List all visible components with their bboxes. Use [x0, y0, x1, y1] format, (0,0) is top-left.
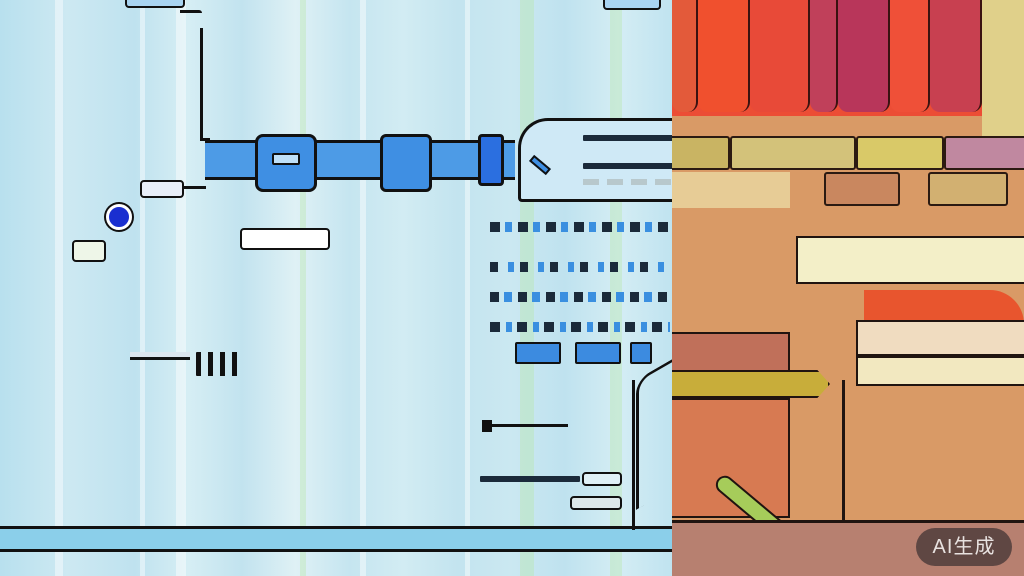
wrench-handle [488, 424, 568, 427]
small-bracket [72, 240, 106, 262]
wire [184, 186, 206, 189]
light-stripe [610, 0, 622, 576]
data-row [490, 322, 670, 332]
connector-top-left [125, 0, 185, 8]
device-dashes [583, 163, 672, 169]
bay-slot [582, 472, 622, 486]
curtain-fold [750, 0, 810, 112]
brick [944, 136, 1024, 170]
curtain-fold [672, 0, 698, 112]
text-line [130, 352, 190, 360]
bay-frame [636, 356, 672, 510]
light-stripe [520, 0, 534, 576]
data-chip [575, 342, 621, 364]
light-stripe [465, 0, 470, 576]
data-row [490, 222, 670, 232]
bay-slot [570, 496, 622, 510]
text-glyphs [196, 352, 244, 376]
pipe-coupler [380, 134, 432, 192]
slot-bracket [240, 228, 330, 250]
book-top [796, 236, 1024, 284]
shelf-post [842, 380, 845, 520]
red-curtain [672, 0, 982, 116]
bay-wall [632, 380, 635, 530]
wrench-end [482, 420, 492, 432]
connector-top-right [603, 0, 661, 10]
pipe-label-slot [272, 153, 300, 165]
small-connector [140, 180, 184, 198]
status-dot [106, 204, 132, 230]
device-latch [529, 154, 551, 176]
device-dashes [583, 135, 672, 141]
light-stripe [140, 0, 145, 576]
curtain-fold [698, 0, 750, 112]
device-indicators [583, 179, 672, 185]
main-pipe [205, 140, 515, 180]
brick [856, 136, 944, 170]
wire [180, 10, 202, 13]
brick [672, 136, 730, 170]
curtain-fold [810, 0, 838, 112]
pipe-end-cap [478, 134, 504, 186]
room-illustration-panel [672, 0, 1024, 576]
bottom-rail [0, 526, 672, 552]
pipe-block [255, 134, 317, 192]
curtain-fold [838, 0, 890, 112]
wire [200, 28, 203, 140]
brick [824, 172, 900, 206]
ai-generated-badge: AI生成 [916, 528, 1012, 566]
book-lower [856, 356, 1024, 386]
tech-schematic-panel [0, 0, 672, 576]
wall-box [672, 332, 790, 372]
book-middle [856, 320, 1024, 356]
light-stripe [300, 0, 306, 576]
light-stripe [360, 0, 366, 576]
brick [672, 172, 790, 208]
olive-book [672, 370, 830, 398]
curtain-fold [930, 0, 982, 112]
light-stripe [55, 0, 63, 576]
brick [730, 136, 856, 170]
light-stripe [176, 0, 186, 576]
data-chip [515, 342, 561, 364]
curtain-fold [890, 0, 930, 112]
data-row [490, 262, 670, 272]
red-shape [864, 290, 1024, 324]
data-row [490, 292, 670, 302]
text-line [480, 476, 580, 482]
window-light [982, 0, 1024, 136]
data-chip [630, 342, 652, 364]
wire [200, 138, 210, 141]
brick [928, 172, 1008, 206]
device-panel [518, 118, 672, 202]
